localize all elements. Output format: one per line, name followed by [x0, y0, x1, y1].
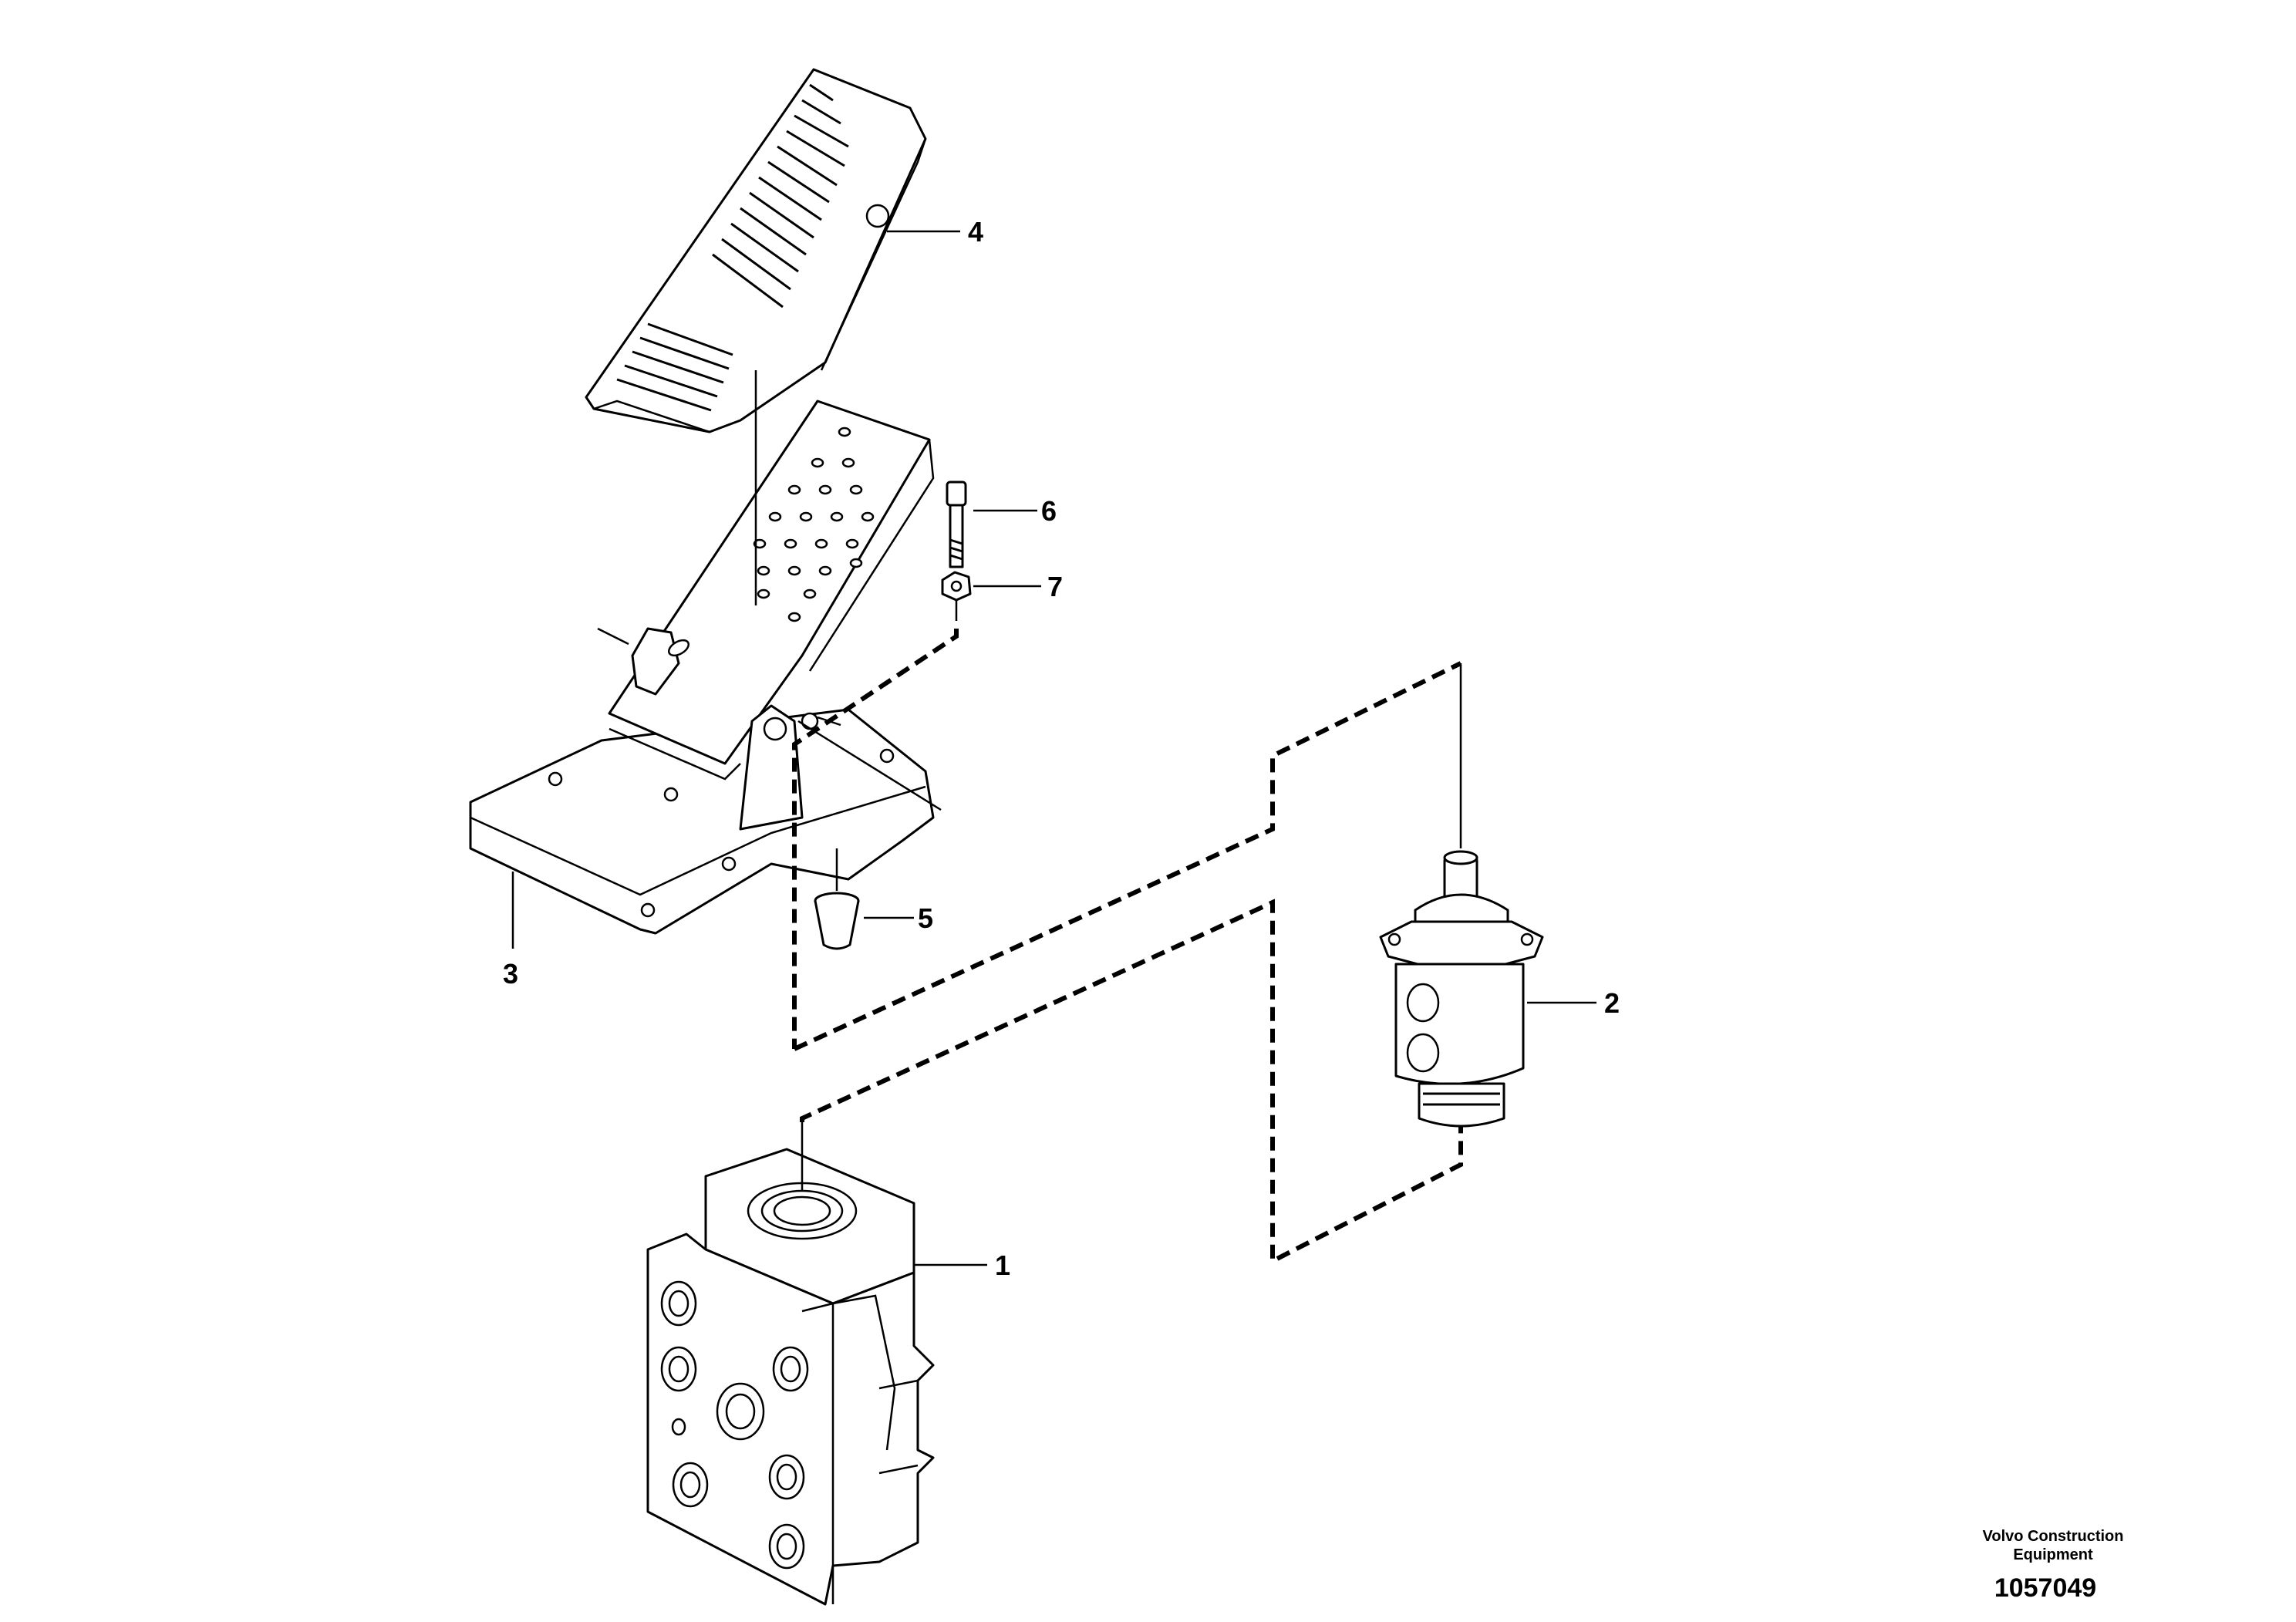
valve-ports — [660, 1280, 809, 1570]
pedal-pad-cover-part — [585, 68, 927, 433]
callout-2: 2 — [1604, 987, 1620, 1019]
drawing-number: 1057049 — [1994, 1573, 2096, 1603]
callout-7: 7 — [1047, 571, 1063, 602]
callout-4: 4 — [968, 216, 983, 248]
credit-line-2: Equipment — [2013, 1546, 2093, 1563]
pedal-assembly-part — [469, 370, 942, 935]
credit-line-1: Volvo Construction — [1983, 1528, 2124, 1545]
callout-3: 3 — [503, 958, 518, 990]
hydraulic-line-routing — [792, 629, 1463, 1265]
rubber-stop-part — [814, 848, 914, 950]
pedal-plate-holes — [753, 427, 875, 622]
callout-5: 5 — [918, 902, 933, 934]
callout-6: 6 — [1041, 495, 1057, 527]
screw-part — [946, 481, 1037, 568]
brake-valve-part — [1379, 663, 1596, 1128]
control-valve-block-part — [646, 1122, 987, 1606]
pedal-cover-grip-ribs — [616, 83, 849, 412]
callout-1: 1 — [995, 1249, 1010, 1281]
nut-part — [941, 571, 1041, 621]
